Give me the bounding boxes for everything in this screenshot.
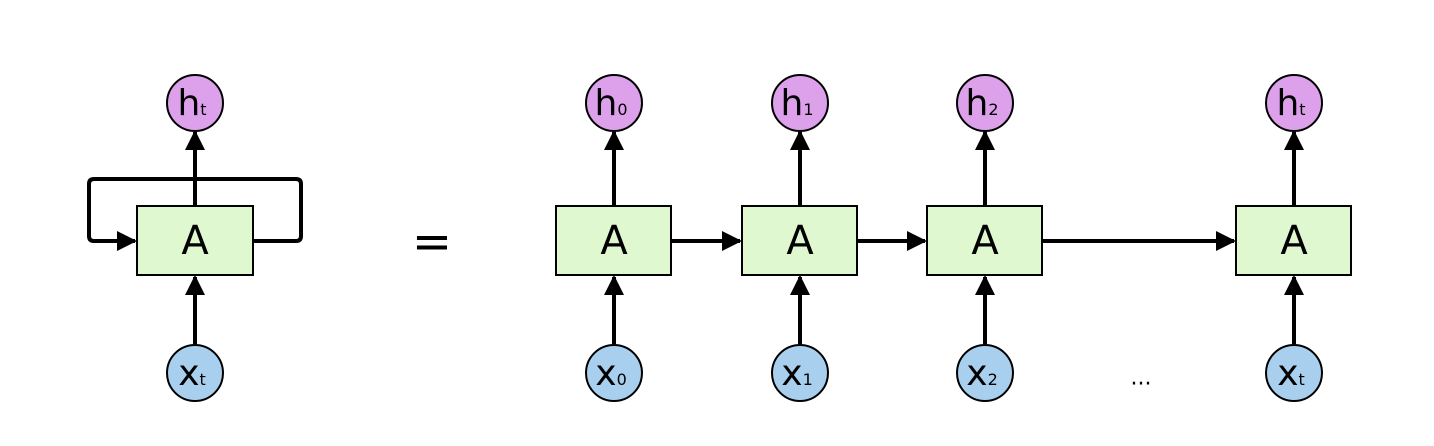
folded-input-node bbox=[166, 344, 224, 402]
equals-sign: = bbox=[412, 214, 452, 270]
input-node-0 bbox=[585, 344, 643, 402]
input-label-1: x1 bbox=[781, 353, 813, 394]
cell-box-1 bbox=[741, 205, 858, 276]
cell-label-0: A bbox=[600, 218, 628, 264]
input-node-1 bbox=[771, 344, 829, 402]
unrolled-step-t: A ht xt bbox=[1235, 74, 1352, 402]
folded-input-label: xt bbox=[178, 353, 206, 394]
input-label-2: x2 bbox=[966, 353, 998, 394]
cell-box-2 bbox=[926, 205, 1043, 276]
cell-label-t: A bbox=[1280, 218, 1308, 264]
cell-label-1: A bbox=[786, 218, 814, 264]
unrolled-step-0: A h0 x0 bbox=[555, 74, 672, 402]
unrolled-rnn: A h0 x0 A h1 x1 bbox=[555, 74, 1352, 402]
folded-rnn: A ht xt bbox=[87, 74, 303, 402]
output-label-1: h1 bbox=[780, 83, 813, 124]
output-label-2: h2 bbox=[965, 83, 998, 124]
folded-cell-label: A bbox=[181, 218, 209, 264]
output-node-1 bbox=[771, 74, 829, 132]
output-node-0 bbox=[585, 74, 643, 132]
output-label-t: ht bbox=[1276, 83, 1305, 124]
input-label-t: xt bbox=[1277, 353, 1305, 394]
cell-box-0 bbox=[555, 205, 672, 276]
cell-box-t bbox=[1235, 205, 1352, 276]
unrolled-step-1: A h1 x1 bbox=[741, 74, 858, 402]
output-node-t bbox=[1265, 74, 1323, 132]
output-node-2 bbox=[956, 74, 1014, 132]
folded-output-label: ht bbox=[177, 83, 206, 124]
input-node-2 bbox=[956, 344, 1014, 402]
folded-output-node bbox=[166, 74, 224, 132]
output-label-0: h0 bbox=[594, 83, 627, 124]
ellipsis: ... bbox=[1131, 366, 1152, 391]
input-node-t bbox=[1265, 344, 1323, 402]
cell-label-2: A bbox=[971, 218, 999, 264]
input-label-0: x0 bbox=[595, 353, 627, 394]
folded-cell-box bbox=[136, 205, 254, 276]
unrolled-step-2: A h2 x2 bbox=[926, 74, 1043, 402]
